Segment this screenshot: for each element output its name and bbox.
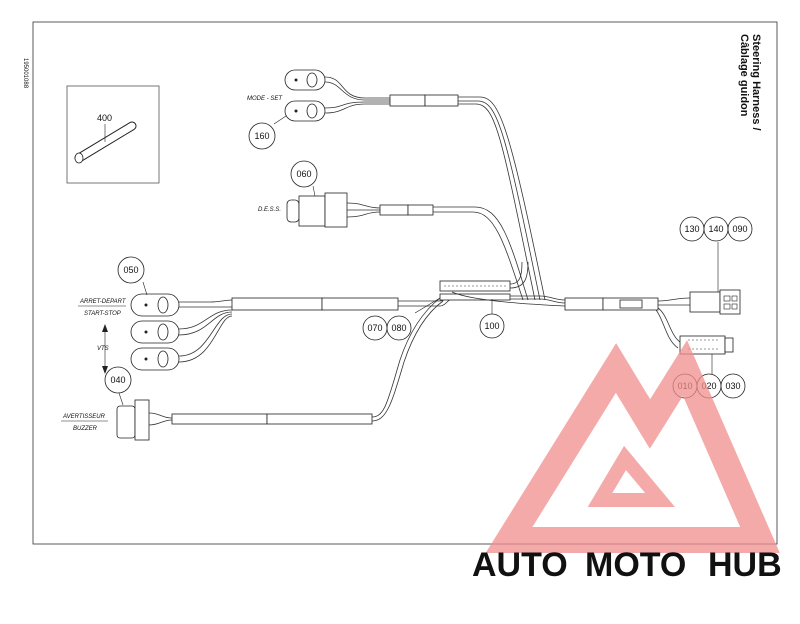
buzzer-connector: 040 AVERTISSEUR BUZZER — [61, 297, 444, 441]
watermark-text: AUTO MOTO HUB — [472, 546, 782, 584]
callout-090: 090 — [732, 224, 747, 234]
callout-020: 020 — [701, 381, 716, 391]
main-trunk — [564, 297, 691, 349]
watermark-hub: HUB — [708, 546, 782, 584]
label-vts: VTS — [97, 346, 109, 352]
label-arret-depart: ARRET-DEPART — [79, 299, 127, 305]
callout-140: 140 — [708, 224, 723, 234]
label-buzzer: BUZZER — [73, 426, 98, 432]
callout-130: 130 — [684, 224, 699, 234]
title-line2: Câblage guidon — [738, 34, 750, 117]
callout-160: 160 — [254, 131, 269, 141]
label-mode-set: MODE - SET — [247, 96, 283, 102]
part-400-inset: 400 — [66, 85, 160, 184]
label-start-stop: START-STOP — [84, 311, 121, 317]
mode-set-switches: 160 MODE - SET — [247, 69, 546, 301]
label-dess: D.E.S.S. — [258, 207, 281, 213]
callout-040: 040 — [110, 375, 125, 385]
central-splice: 070 080 100 — [362, 261, 566, 341]
watermark-auto: AUTO — [472, 546, 568, 584]
title-line1: Steering Harness / — [750, 34, 762, 131]
label-avertisseur: AVERTISSEUR — [62, 414, 106, 420]
callout-050: 050 — [123, 265, 138, 275]
callout-100: 100 — [484, 321, 499, 331]
callout-400: 400 — [97, 113, 112, 123]
diagram-frame — [32, 21, 778, 545]
watermark-moto: MOTO — [585, 546, 686, 584]
doc-code: 195001088 — [22, 58, 28, 89]
callout-070: 070 — [367, 323, 382, 333]
callout-080: 080 — [391, 323, 406, 333]
watermark-logo — [485, 340, 780, 553]
callout-060: 060 — [296, 169, 311, 179]
right-connector-upper: 130 140 090 — [679, 216, 753, 315]
start-stop-vts-switches: 050 ARRET-DEPART START-STOP VTS — [78, 256, 453, 374]
dess-connector: 060 D.E.S.S. — [258, 160, 529, 301]
callout-030: 030 — [725, 381, 740, 391]
